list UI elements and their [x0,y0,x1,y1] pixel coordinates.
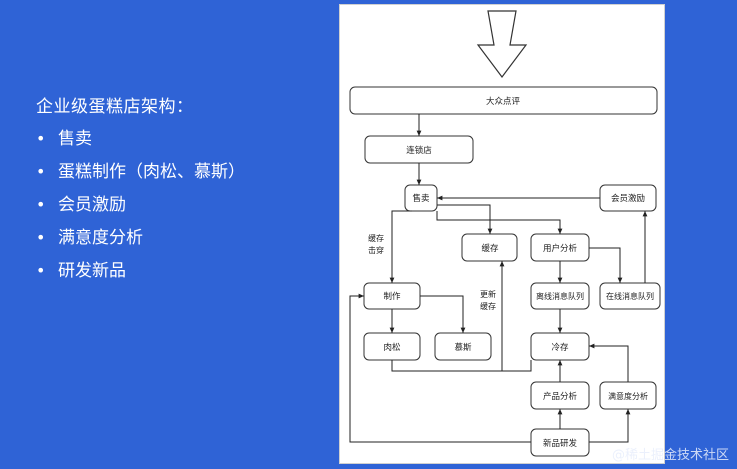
node-shoumai: 售卖 [404,184,438,212]
edge [436,211,563,234]
edge [589,409,631,443]
edge [420,295,466,333]
node-label: 满意度分析 [608,391,648,401]
bullet-dot: • [36,261,46,280]
node-label: 连锁店 [406,145,432,156]
edge-label-cache-update-1: 更新 [480,289,496,299]
bullet-dot: • [36,195,46,214]
bullet-dot: • [36,129,46,148]
watermark: @稀土掘金技术社区 [611,448,729,463]
node-huancun: 缓存 [461,233,518,262]
list-item: • 满意度分析 [36,228,245,261]
bullet-text: 售卖 [58,129,92,149]
node-xinpin: 新品研发 [530,428,590,457]
node-label: 肉松 [383,342,401,353]
node-manyidu: 满意度分析 [599,381,657,410]
node-label: 新品研发 [543,438,578,449]
edge-label-cache-penetrate-1: 缓存 [368,233,384,243]
node-label: 产品分析 [543,391,578,402]
node-chanpin: 产品分析 [530,381,590,410]
bullet-dot: • [36,162,46,181]
architecture-diagram: 大众点评 连锁店 售卖 会员激励 缓存 用户分析 制作 离线消息队列 [339,4,665,464]
edge [589,247,623,283]
slide-text: 企业级蛋糕店架构： • 售卖 • 蛋糕制作（肉松、慕斯） • 会员激励 • 满意度分析 … [36,92,245,294]
node-label: 用户分析 [543,243,578,254]
node-label: 冷存 [551,342,569,353]
edges [349,114,648,443]
node-liansuo: 连锁店 [364,135,474,164]
edge [589,343,629,382]
entry-arrow-icon [476,10,528,78]
node-label: 售卖 [412,193,430,204]
node-label: 缓存 [481,243,499,254]
list-item: • 售卖 [36,129,245,162]
node-label: 会员激励 [611,193,645,204]
bullet-text: 研发新品 [58,261,126,281]
bullet-text: 蛋糕制作（肉松、慕斯） [58,162,245,182]
diagram-canvas: 大众点评 连锁店 售卖 会员激励 缓存 用户分析 制作 离线消息队列 [349,10,661,457]
node-label: 离线消息队列 [536,291,584,301]
node-zaixian: 在线消息队列 [599,282,661,310]
edge-label-cache-penetrate-2: 击穿 [368,245,384,255]
bullet-text: 会员激励 [58,195,126,215]
node-label: 在线消息队列 [606,291,654,301]
node-label: 制作 [383,291,401,302]
node-dazhong: 大众点评 [349,86,658,115]
edge [502,360,532,372]
edge [349,293,531,443]
edge [391,261,505,372]
node-zhizuo: 制作 [363,282,421,310]
node-rousong: 肉松 [363,332,421,361]
node-label: 大众点评 [486,96,521,107]
node-lengcun: 冷存 [530,332,590,361]
bullet-text: 满意度分析 [58,228,143,248]
node-lixian: 离线消息队列 [530,282,590,310]
edge [437,204,493,234]
node-yonghu: 用户分析 [530,233,590,262]
bullet-list: • 售卖 • 蛋糕制作（肉松、慕斯） • 会员激励 • 满意度分析 • 研发新品 [36,129,245,294]
edge-label-cache-update-2: 缓存 [480,301,496,311]
list-item: • 会员激励 [36,195,245,228]
node-label: 慕斯 [454,342,472,353]
list-item: • 蛋糕制作（肉松、慕斯） [36,162,245,195]
node-musi: 慕斯 [434,332,492,361]
edge [389,210,412,283]
slide-title: 企业级蛋糕店架构： [36,97,194,117]
bullet-dot: • [36,228,46,247]
node-huiyuan: 会员激励 [599,184,657,212]
list-item: • 研发新品 [36,261,245,294]
